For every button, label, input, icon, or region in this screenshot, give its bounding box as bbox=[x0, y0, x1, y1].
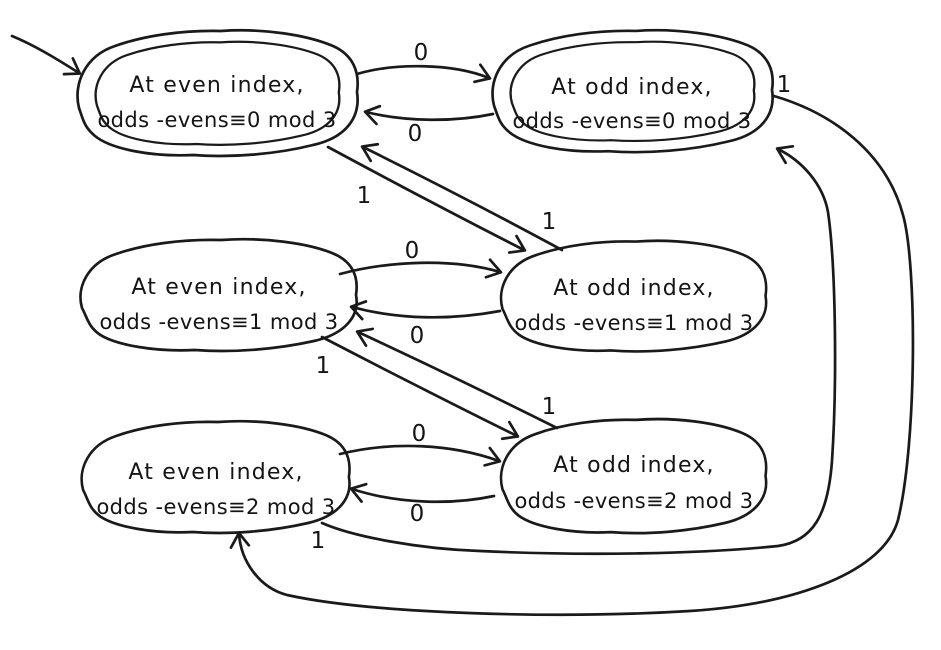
state-label-line1: At even index, bbox=[129, 73, 304, 98]
state-odd-2: At odd index, odds -evens≡2 mod 3 bbox=[499, 417, 768, 535]
state-label-line2: odds -evens≡1 mod 3 bbox=[514, 311, 753, 335]
edge-label-even1-to-odd2: 1 bbox=[316, 353, 331, 379]
edge-label-odd0-to-even2: 1 bbox=[777, 72, 792, 98]
edge-odd0-to-even0 bbox=[363, 104, 495, 126]
state-label-line2: odds -evens≡1 mod 3 bbox=[99, 310, 338, 334]
state-label-line1: At odd index, bbox=[553, 276, 714, 301]
state-odd-0: At odd index, odds -evens≡0 mod 3 bbox=[491, 28, 775, 154]
state-label-line1: At odd index, bbox=[553, 453, 714, 478]
state-label-line2: odds -evens≡2 mod 3 bbox=[514, 489, 753, 513]
edge-label-even1-to-odd1: 0 bbox=[405, 238, 420, 264]
edge-even0-to-odd0 bbox=[355, 63, 492, 84]
edge-even1-to-odd1 bbox=[338, 258, 503, 279]
edge-even1-to-odd2 bbox=[320, 335, 520, 441]
edge-odd1-to-even1 bbox=[349, 300, 502, 321]
state-label-line1: At even index, bbox=[131, 275, 306, 300]
edge-odd2-to-even2 bbox=[349, 482, 496, 504]
edge-label-odd2-to-even2: 0 bbox=[410, 501, 425, 527]
edge-odd2-to-even1 bbox=[355, 327, 559, 430]
state-label-line2: odds -evens≡2 mod 3 bbox=[96, 495, 335, 519]
edge-label-odd1-to-even1: 0 bbox=[410, 323, 425, 349]
state-label-line2: odds -evens≡0 mod 3 bbox=[512, 109, 751, 133]
state-even-1: At even index, odds -evens≡1 mod 3 bbox=[79, 237, 359, 353]
edge-label-even2-to-odd2: 0 bbox=[412, 421, 427, 447]
edge-even2-to-odd0 bbox=[320, 144, 837, 556]
edge-label-odd0-to-even0: 0 bbox=[408, 121, 423, 147]
edge-label-even0-to-odd1: 1 bbox=[357, 183, 372, 209]
state-label-line1: At even index, bbox=[128, 460, 303, 485]
edge-even2-to-odd2 bbox=[338, 444, 502, 467]
edge-odd0-to-even2 bbox=[229, 94, 915, 617]
state-odd-1: At odd index, odds -evens≡1 mod 3 bbox=[499, 239, 768, 353]
edge-label-even2-to-odd0: 1 bbox=[311, 528, 326, 554]
edge-even0-to-odd1 bbox=[326, 145, 527, 254]
state-label-line1: At odd index, bbox=[551, 75, 712, 100]
edge-odd1-to-even0 bbox=[360, 142, 564, 252]
edge-label-even0-to-odd0: 0 bbox=[414, 40, 429, 66]
state-even-2: At even index, odds -evens≡2 mod 3 bbox=[80, 419, 351, 535]
state-label-line2: odds -evens≡0 mod 3 bbox=[97, 108, 336, 132]
start-arrow bbox=[10, 34, 82, 76]
edge-label-odd2-to-even1: 1 bbox=[542, 394, 557, 420]
state-even-0: At even index, odds -evens≡0 mod 3 bbox=[76, 28, 360, 158]
edge-label-odd1-to-even0: 1 bbox=[542, 209, 557, 235]
